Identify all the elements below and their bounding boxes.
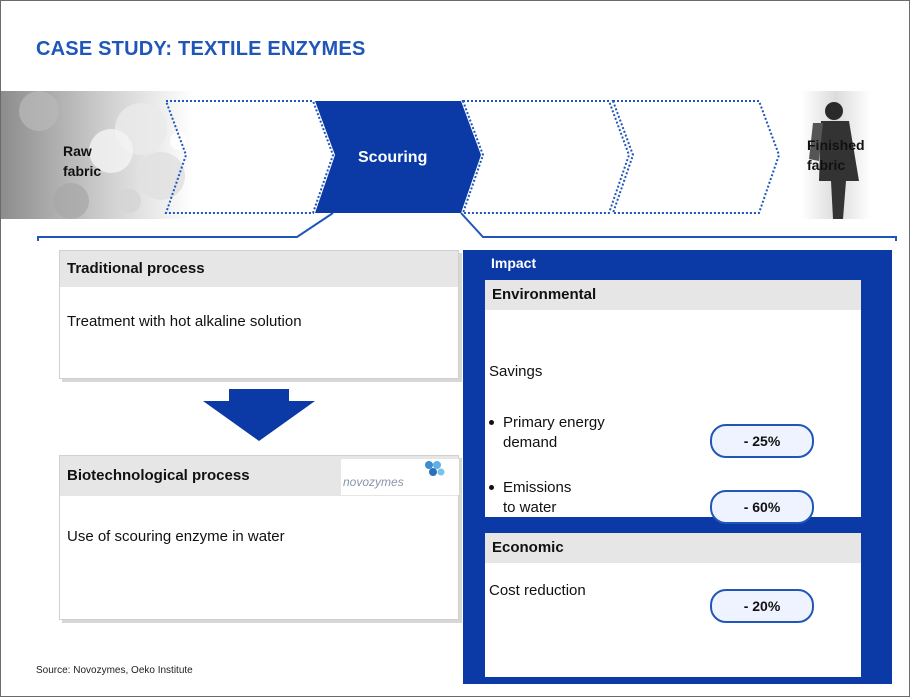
cost-reduction-value: - 20% (710, 589, 814, 623)
raw-fabric-photo (1, 91, 193, 219)
traditional-process-text: Treatment with hot alkaline solution (67, 313, 302, 330)
emissions-value: - 60% (710, 490, 814, 524)
economic-heading: Economic (485, 533, 861, 563)
novozymes-logo-icon (425, 461, 445, 476)
flow-bracket (37, 212, 897, 241)
environmental-heading: Environmental (485, 280, 861, 310)
environmental-panel: Environmental Savings Primary energy dem… (485, 280, 861, 524)
process-flow (1, 91, 897, 241)
novozymes-logo: novozymes (341, 457, 459, 497)
savings-label: Savings (489, 363, 543, 380)
impact-panel: Impact Environmental Savings Primary ene… (463, 250, 892, 684)
slide-title: CASE STUDY: TEXTILE ENZYMES (36, 38, 366, 60)
down-arrow-icon (203, 389, 315, 441)
traditional-process-box: Traditional process Treatment with hot a… (59, 250, 459, 379)
flow-step-scouring (315, 101, 481, 213)
impact-title: Impact (491, 255, 537, 271)
primary-energy-label: Primary energy demand (503, 414, 605, 451)
flow-step-4 (611, 100, 781, 214)
emissions-label: Emissions to water (503, 479, 572, 516)
bullet-icon (489, 485, 494, 490)
source-note: Source: Novozymes, Oeko Institute (36, 665, 193, 676)
flow-step-1 (164, 100, 335, 214)
primary-energy-value: - 25% (710, 424, 814, 458)
biotech-process-text: Use of scouring enzyme in water (67, 528, 285, 545)
traditional-process-heading: Traditional process (60, 251, 458, 287)
bullet-icon (489, 420, 494, 425)
cost-reduction-label: Cost reduction (489, 582, 586, 599)
finished-fabric-label: Finished fabric (807, 137, 865, 173)
finished-fabric-photo (801, 91, 871, 219)
economic-panel: Economic Cost reduction - 20% (485, 533, 861, 677)
scouring-label: Scouring (358, 149, 428, 166)
flow-step-3 (461, 100, 631, 214)
raw-fabric-label: Raw fabric (63, 143, 102, 179)
